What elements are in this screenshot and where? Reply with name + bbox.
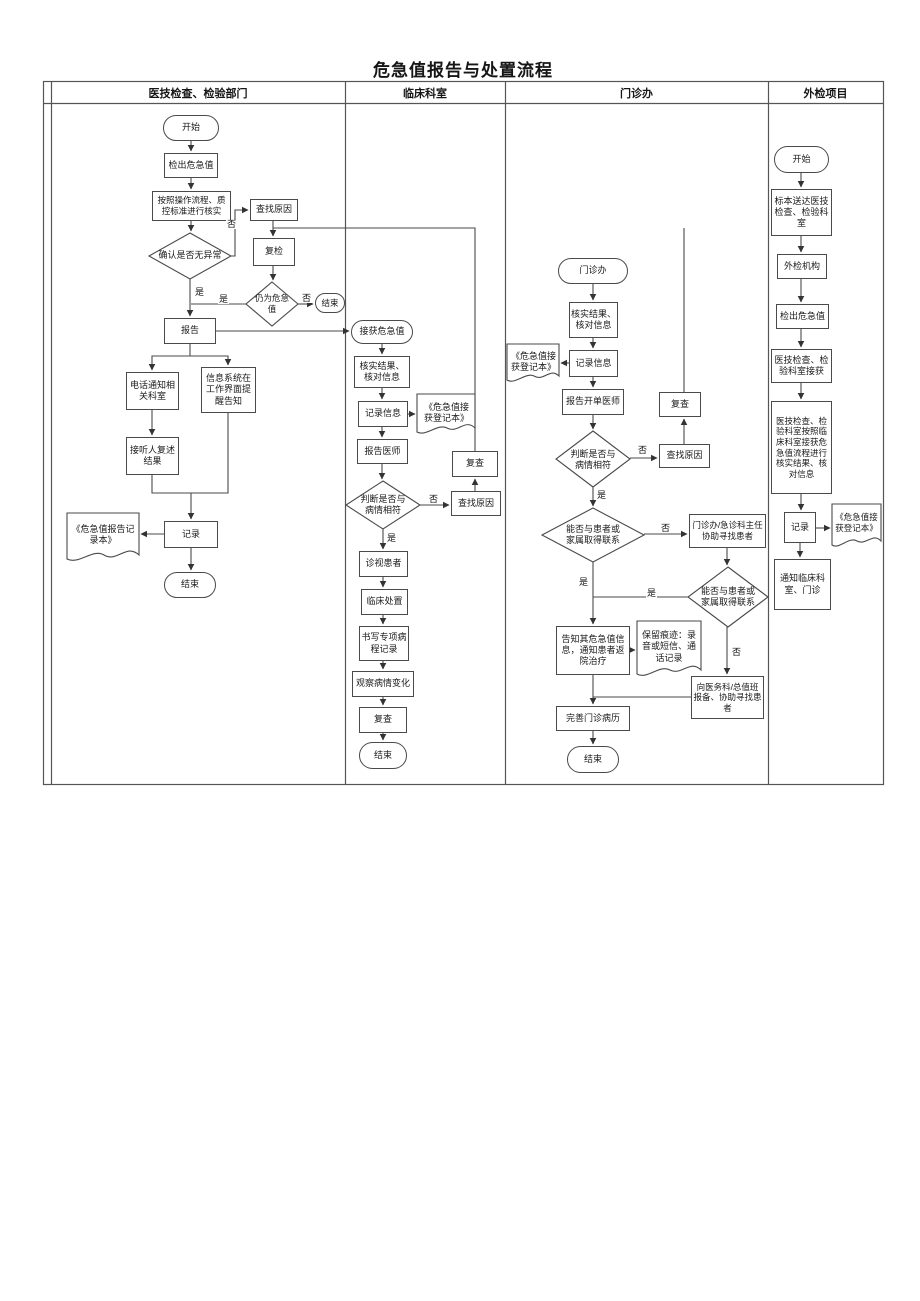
node-l1-recheck: 复检 bbox=[253, 238, 295, 266]
node-l1-report: 报告 bbox=[164, 318, 216, 344]
edge-label-no: 否 bbox=[731, 647, 743, 657]
node-l1-info-system-notify: 信息系统在工作界面提醒告知 bbox=[201, 367, 256, 413]
node-l4-process-per-clinical-flow: 医技检查、检验科室按照临床科室接获危急值流程进行核实结果、核对信息 bbox=[771, 401, 832, 494]
lane-header-clinical-dept: 临床科室 bbox=[403, 87, 447, 100]
node-l1-start: 开始 bbox=[163, 115, 219, 141]
diamond-l1-still-critical: 仍为危急值 bbox=[255, 293, 290, 314]
node-l3-inform-patient-return: 告知其危急值信息，通知患者返院治疗 bbox=[556, 626, 630, 675]
node-l4-notify-clinical-outpatient: 通知临床科室、门诊 bbox=[774, 559, 831, 610]
node-l1-find-cause: 查找原因 bbox=[250, 199, 298, 221]
node-l3-report-ordering-doctor: 报告开单医师 bbox=[562, 389, 624, 415]
flow-edges bbox=[140, 141, 831, 745]
node-l2-clinical-treatment: 临床处置 bbox=[361, 589, 408, 615]
doc-l4-register-book: 《危急值接获登记本》 bbox=[835, 512, 878, 533]
node-l3-director-assist-find-patient: 门诊办/急诊科主任协助寻找患者 bbox=[689, 514, 766, 548]
edge-label-yes: 是 bbox=[194, 287, 206, 297]
node-l3-verify-results: 核实结果、核对信息 bbox=[569, 302, 618, 338]
node-l2-recheck-lower: 复查 bbox=[359, 707, 407, 733]
node-l1-end-top: 结束 bbox=[315, 293, 345, 313]
node-l1-end: 结束 bbox=[164, 572, 216, 598]
node-l4-sample-delivered: 标本送达医技检查、检验科室 bbox=[771, 189, 832, 236]
node-l4-external-agency: 外检机构 bbox=[777, 254, 827, 279]
node-l1-record: 记录 bbox=[164, 521, 218, 548]
node-l1-detect-critical-value: 检出危急值 bbox=[164, 153, 218, 178]
node-l4-start: 开始 bbox=[774, 146, 829, 173]
diamond-l3-can-contact-patient-2: 能否与患者或家属取得联系 bbox=[701, 585, 756, 607]
diamond-l2-judge-condition-match: 判断是否与病情相符 bbox=[360, 493, 406, 515]
node-l2-find-cause: 查找原因 bbox=[451, 491, 501, 516]
node-l3-complete-outpatient-record: 完善门诊病历 bbox=[556, 706, 630, 731]
edge-label-no: 否 bbox=[637, 445, 649, 455]
page-title: 危急值报告与处置流程 bbox=[373, 61, 553, 80]
node-l2-verify-results: 核实结果、核对信息 bbox=[354, 356, 410, 388]
doc-l3-keep-trace-records: 保留痕迹：录音或短信、通话记录 bbox=[641, 630, 696, 663]
edge-label-yes: 是 bbox=[596, 490, 608, 500]
node-l4-dept-receives: 医技检查、检验科室接获 bbox=[771, 349, 832, 383]
edge-label-no: 否 bbox=[301, 293, 313, 303]
lane-header-external-items: 外检项目 bbox=[803, 87, 848, 100]
node-l3-recheck: 复查 bbox=[659, 392, 701, 417]
node-l4-detect-critical-value: 检出危急值 bbox=[776, 304, 829, 329]
edge-label-yes: 是 bbox=[218, 294, 230, 304]
edge-label-no: 否 bbox=[660, 523, 672, 533]
diamond-l1-confirm-no-abnormality: 确认是否无异常 bbox=[158, 250, 222, 261]
diamond-l3-judge-condition-match: 判断是否与病情相符 bbox=[570, 448, 616, 470]
edge-label-no: 否 bbox=[226, 219, 238, 229]
edge-label-yes: 是 bbox=[386, 533, 398, 543]
node-l2-record-info: 记录信息 bbox=[358, 401, 408, 427]
node-l3-find-cause: 查找原因 bbox=[659, 444, 710, 468]
node-l1-phone-notify: 电话通知相关科室 bbox=[126, 372, 179, 410]
node-l1-listener-repeat: 接听人复述结果 bbox=[126, 437, 179, 475]
node-l2-receive-critical-value: 接获危急值 bbox=[351, 320, 413, 344]
node-l1-verify-per-sop: 按照操作流程、质控标准进行核实 bbox=[152, 191, 231, 221]
decision-diamonds bbox=[147, 232, 769, 628]
node-l4-record: 记录 bbox=[784, 512, 816, 543]
node-l2-end: 结束 bbox=[359, 742, 407, 769]
doc-l1-critical-value-report-book: 《危急值报告记录本》 bbox=[71, 523, 135, 545]
node-l2-report-doctor: 报告医师 bbox=[357, 439, 408, 464]
node-l2-visit-patient: 诊视患者 bbox=[359, 551, 408, 577]
node-l3-record-info: 记录信息 bbox=[569, 350, 618, 377]
node-l2-recheck-upper: 复查 bbox=[452, 451, 498, 477]
swimlane-grid bbox=[42, 80, 885, 786]
node-l3-end: 结束 bbox=[567, 746, 619, 773]
edge-label-yes: 是 bbox=[578, 577, 590, 587]
doc-l3-register-book: 《危急值接获登记本》 bbox=[511, 350, 557, 372]
node-l2-observe-condition: 观察病情变化 bbox=[352, 671, 414, 697]
diamond-l3-can-contact-patient-1: 能否与患者或家属取得联系 bbox=[566, 523, 621, 545]
lane-header-outpatient-office: 门诊办 bbox=[620, 87, 653, 100]
edge-label-no: 否 bbox=[428, 494, 440, 504]
node-l3-start-outpatient-office: 门诊办 bbox=[558, 258, 628, 284]
node-l2-write-progress-note: 书写专项病程记录 bbox=[359, 626, 409, 661]
edge-label-yes: 是 bbox=[646, 588, 658, 598]
doc-l2-register-book: 《危急值接获登记本》 bbox=[423, 401, 469, 423]
document-shapes bbox=[66, 343, 882, 676]
lane-header-lab-dept: 医技检查、检验部门 bbox=[148, 87, 248, 100]
node-l3-report-medical-affairs: 向医务科/总值班报备、协助寻找患者 bbox=[691, 676, 764, 719]
flowchart-connectors-layer bbox=[42, 80, 885, 786]
